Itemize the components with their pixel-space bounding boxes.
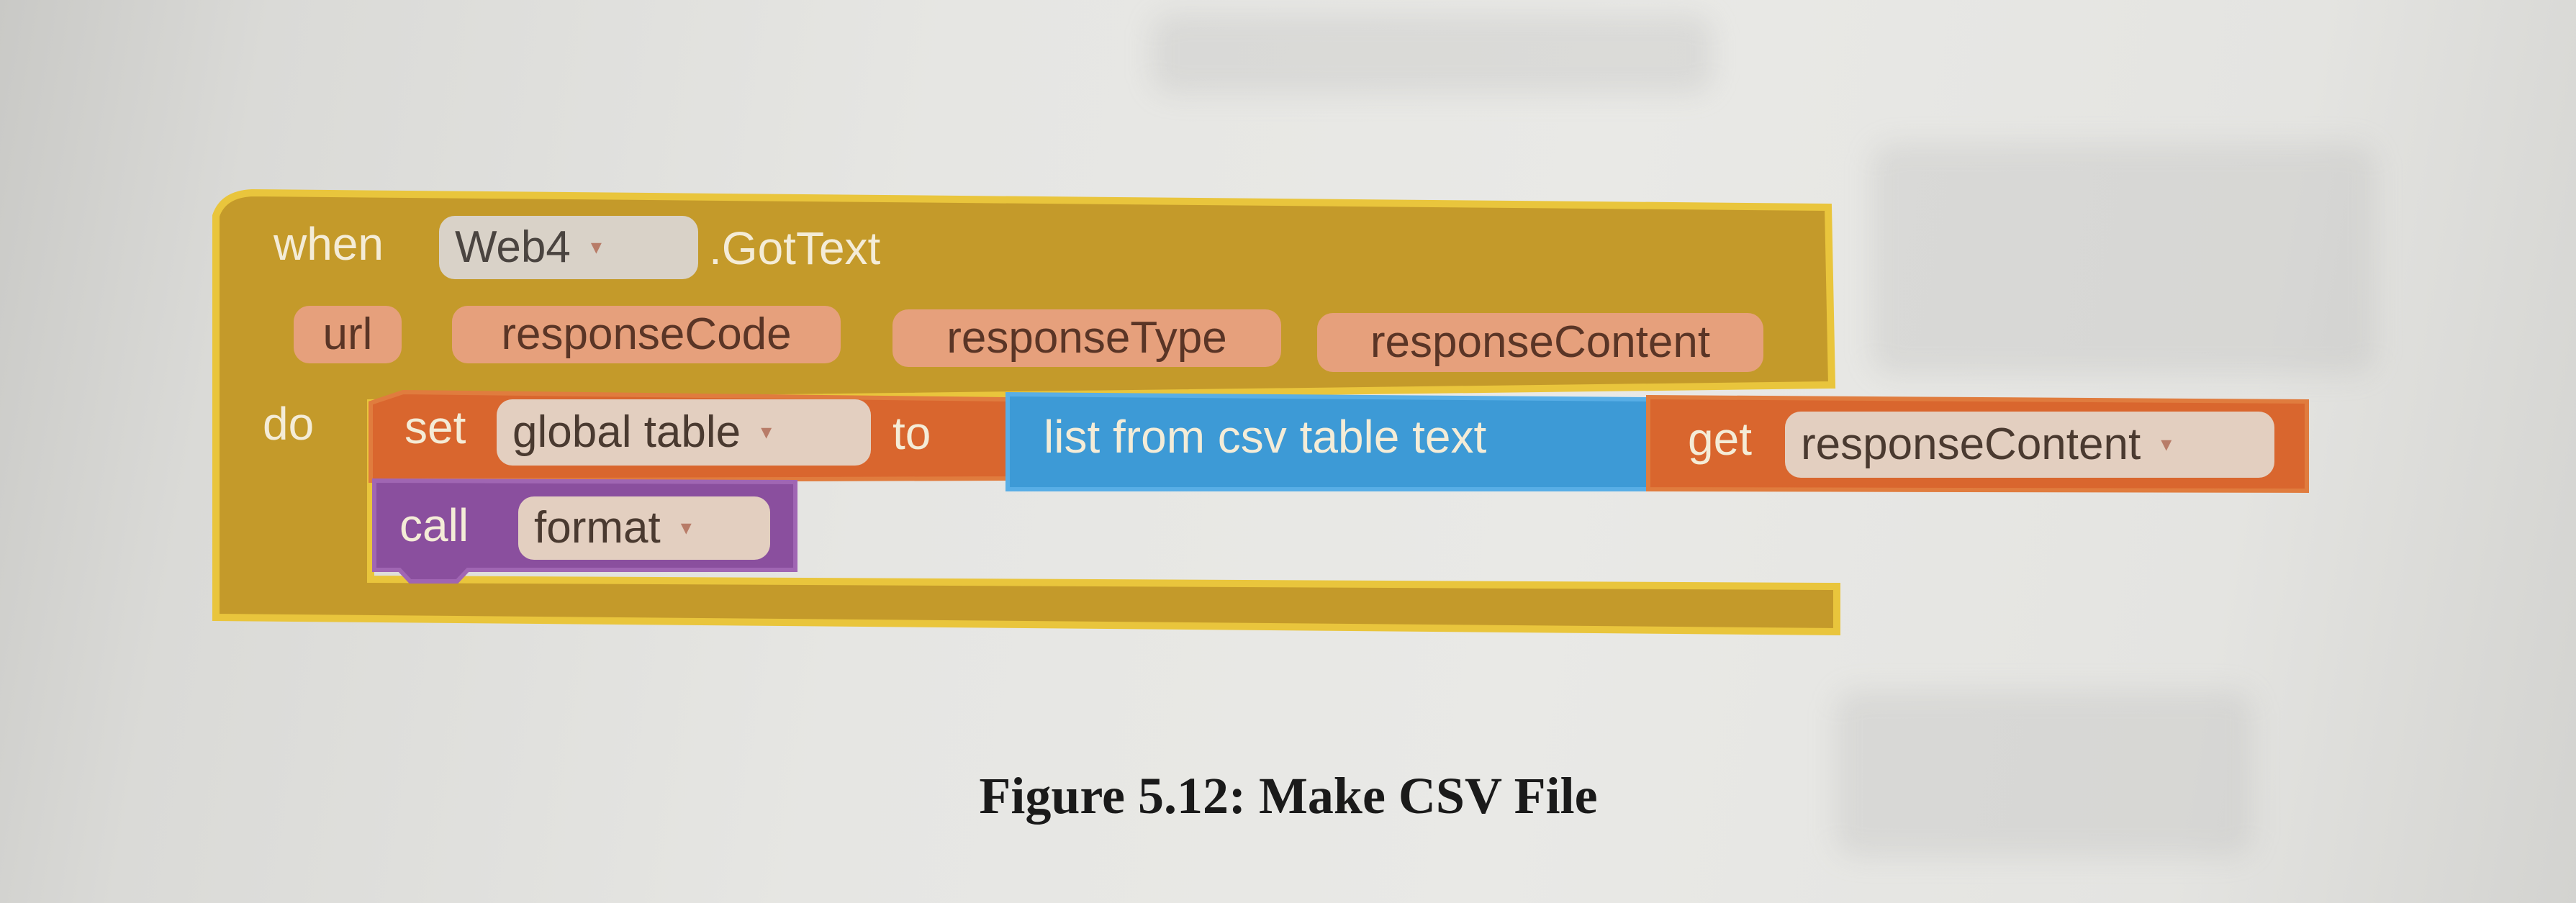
bleed-through-shadow <box>1152 14 1713 94</box>
dropdown-arrow-icon: ▾ <box>2161 432 2172 456</box>
global-variable-dropdown[interactable]: global table ▾ <box>497 399 871 466</box>
do-label: do <box>263 398 315 450</box>
param-responsecode[interactable]: responseCode <box>452 306 841 363</box>
event-name: .GotText <box>709 222 881 274</box>
global-variable-name: global table <box>512 407 741 457</box>
component-dropdown[interactable]: Web4 ▾ <box>439 216 698 279</box>
param-responsetype[interactable]: responseType <box>892 309 1281 367</box>
figure-caption: Figure 5.12: Make CSV File <box>979 767 1598 825</box>
param-responsecontent[interactable]: responseContent <box>1317 313 1763 372</box>
to-label: to <box>892 407 931 459</box>
procedure-name: format <box>534 503 661 553</box>
procedure-dropdown[interactable]: format ▾ <box>518 496 770 560</box>
dropdown-arrow-icon: ▾ <box>590 235 602 259</box>
call-label: call <box>399 499 469 551</box>
when-label: when <box>274 218 384 270</box>
bleed-through-shadow <box>1871 144 2375 374</box>
get-label: get <box>1688 413 1752 465</box>
set-label: set <box>405 401 466 453</box>
bleed-through-shadow <box>1835 691 2253 856</box>
get-variable-dropdown[interactable]: responseContent ▾ <box>1785 412 2274 478</box>
dropdown-arrow-icon: ▾ <box>761 420 772 444</box>
dropdown-arrow-icon: ▾ <box>680 516 692 540</box>
get-variable-name: responseContent <box>1801 419 2141 469</box>
component-name: Web4 <box>455 222 571 272</box>
param-url[interactable]: url <box>294 306 402 363</box>
list-from-csv-label: list from csv table text <box>1044 411 1487 463</box>
